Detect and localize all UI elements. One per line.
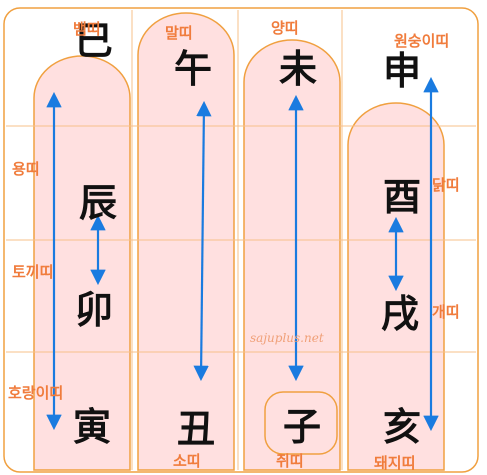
animal-label-dragon: 용띠: [12, 160, 40, 178]
animal-label-rooster: 닭띠: [432, 176, 460, 194]
animal-label-dog: 개띠: [432, 303, 460, 321]
animal-label-rabbit: 토끼띠: [12, 263, 53, 281]
animal-label-horse: 말띠: [165, 24, 193, 42]
arrow-o-chuk: [193, 100, 212, 382]
zodiac-sa: 巳: [75, 18, 113, 63]
watermark-text: sajuplus.net: [250, 331, 324, 345]
zodiac-mi: 未: [279, 46, 317, 91]
zodiac-jin: 辰: [79, 180, 117, 225]
animal-label-monkey: 원숭이띠: [394, 32, 449, 50]
animal-label-snake: 뱀띠: [73, 20, 101, 38]
animal-label-pig: 돼지띠: [374, 454, 415, 472]
pair-arrows: [46, 76, 439, 432]
zodiac-sin: 申: [383, 48, 421, 93]
zodiac-myo: 卯: [75, 287, 113, 332]
zodiac-o: 午: [174, 46, 212, 91]
animal-label-sheep: 양띠: [271, 19, 299, 37]
ja-highlight-box: [264, 391, 338, 455]
zodiac-yu: 酉: [383, 174, 421, 219]
zodiac-ja: 子: [283, 404, 321, 449]
animal-label-ox: 소띠: [173, 452, 201, 470]
zodiac-sul: 戌: [381, 291, 419, 336]
animal-label-rat: 쥐띠: [276, 452, 304, 470]
animal-label-tiger: 호랑이띠: [8, 384, 63, 402]
zodiac-hae: 亥: [383, 404, 421, 449]
zodiac-chuk: 丑: [177, 406, 215, 451]
zodiac-in: 寅: [73, 404, 111, 449]
